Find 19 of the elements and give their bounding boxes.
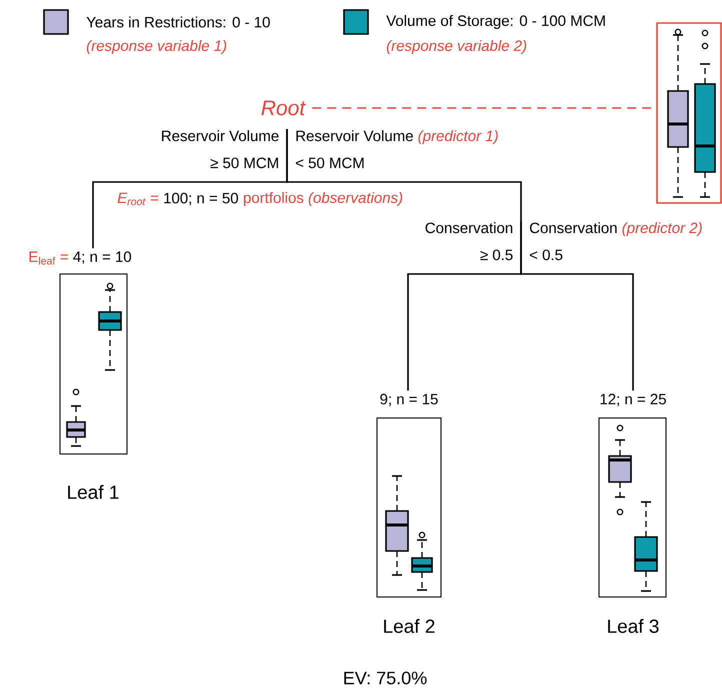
note: 100; n = 50	[164, 192, 238, 206]
split-condition: Reservoir Volume ≥ 50 MCM Reservoir Volume (predictor 1) < 50 MCM	[162, 130, 498, 168]
note: (response variable 1)	[86, 40, 226, 54]
leaf-header: E$_{leaf}$ = 4; n = 10	[30, 251, 132, 265]
root-label: Root	[261, 100, 306, 116]
connector	[286, 129, 522, 221]
split-condition: Conservation ≥ 0.5 Conservation (predictor 2) < 0.5	[426, 222, 702, 260]
leaf-header: 12; n = 25	[600, 394, 666, 406]
legend-label: Volume of Storage: 0 - 100 MCM	[386, 15, 605, 29]
leaf-label: Leaf 2	[384, 619, 434, 633]
connector	[520, 221, 634, 391]
leaf-header: 9; n = 15	[380, 394, 438, 406]
note: portfolios (observations)	[244, 192, 402, 206]
legend-label: Years in Restrictions: 0 - 10	[86, 16, 270, 28]
note: (response variable 2)	[386, 40, 526, 54]
leaf-label: Leaf 1	[68, 485, 118, 499]
note: EV: 75.0%	[344, 672, 427, 684]
note: E$_{root}$ =	[118, 192, 158, 206]
leaf-label: Leaf 3	[608, 619, 659, 633]
